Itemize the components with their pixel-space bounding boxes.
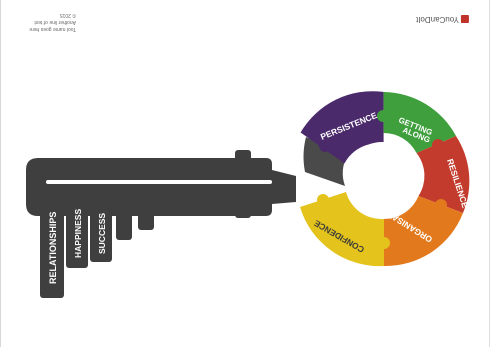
wheel-segment-getting-along (383, 92, 456, 153)
tooth-label-happiness: HAPPINESS (73, 209, 83, 258)
key-shaft (26, 158, 296, 216)
key-teeth: RELATIONSHIPS HAPPINESS SUCCESS (40, 208, 154, 298)
key-tooth-relationships (40, 208, 64, 298)
knob-dark-persistence (319, 140, 331, 152)
wheel-hub (345, 142, 419, 216)
key-wheel: PERSISTENCE GETTING ALONG RESILIENCE ORG… (300, 91, 470, 267)
knob-persistence-getting-along (377, 110, 389, 122)
wheel-segment-organisation (384, 196, 463, 267)
wheel-segment-confidence (300, 192, 384, 267)
wheel-segment-dark (303, 137, 347, 186)
wheel-segment-resilience (416, 136, 470, 213)
tooth-label-relationships: RELATIONSHIPS (48, 212, 58, 284)
key-tooth-5 (138, 208, 154, 230)
key-tooth-success (90, 208, 112, 262)
knob-confidence-dark (317, 194, 329, 206)
knob-getting-along-resilience (432, 139, 444, 151)
page-left-border (0, 0, 1, 347)
key-tooth-4 (116, 208, 132, 240)
key-tooth-happiness (66, 208, 88, 268)
tooth-label-success: SUCCESS (97, 213, 107, 254)
knob-organisation-confidence (378, 237, 390, 249)
knob-resilience-organisation (435, 199, 447, 211)
